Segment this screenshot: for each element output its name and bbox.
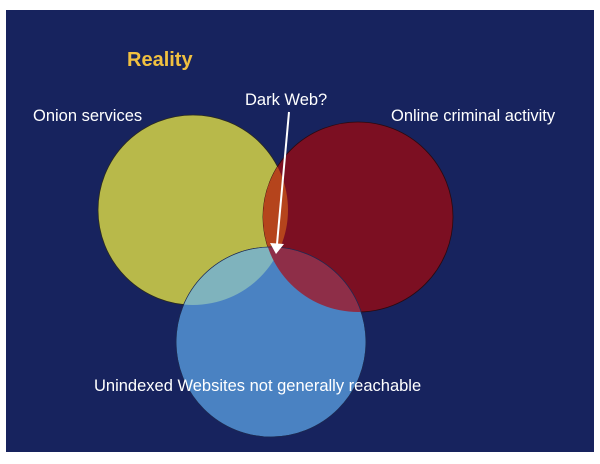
unindexed-outline [175, 246, 367, 438]
criminal-activity-label: Online criminal activity [391, 107, 556, 125]
onion-services-label: Onion services [33, 107, 143, 125]
slide-title: Reality [127, 49, 193, 71]
dark-web-label: Dark Web? [245, 91, 328, 109]
arrow-head-icon [270, 243, 284, 254]
unindexed-websites-label: Unindexed Websites not generally reachab… [94, 377, 422, 395]
unindexed-onion-overlap [176, 247, 288, 305]
dark-web-arrow [276, 111, 290, 245]
unindexed-criminal-overlap [263, 247, 366, 312]
